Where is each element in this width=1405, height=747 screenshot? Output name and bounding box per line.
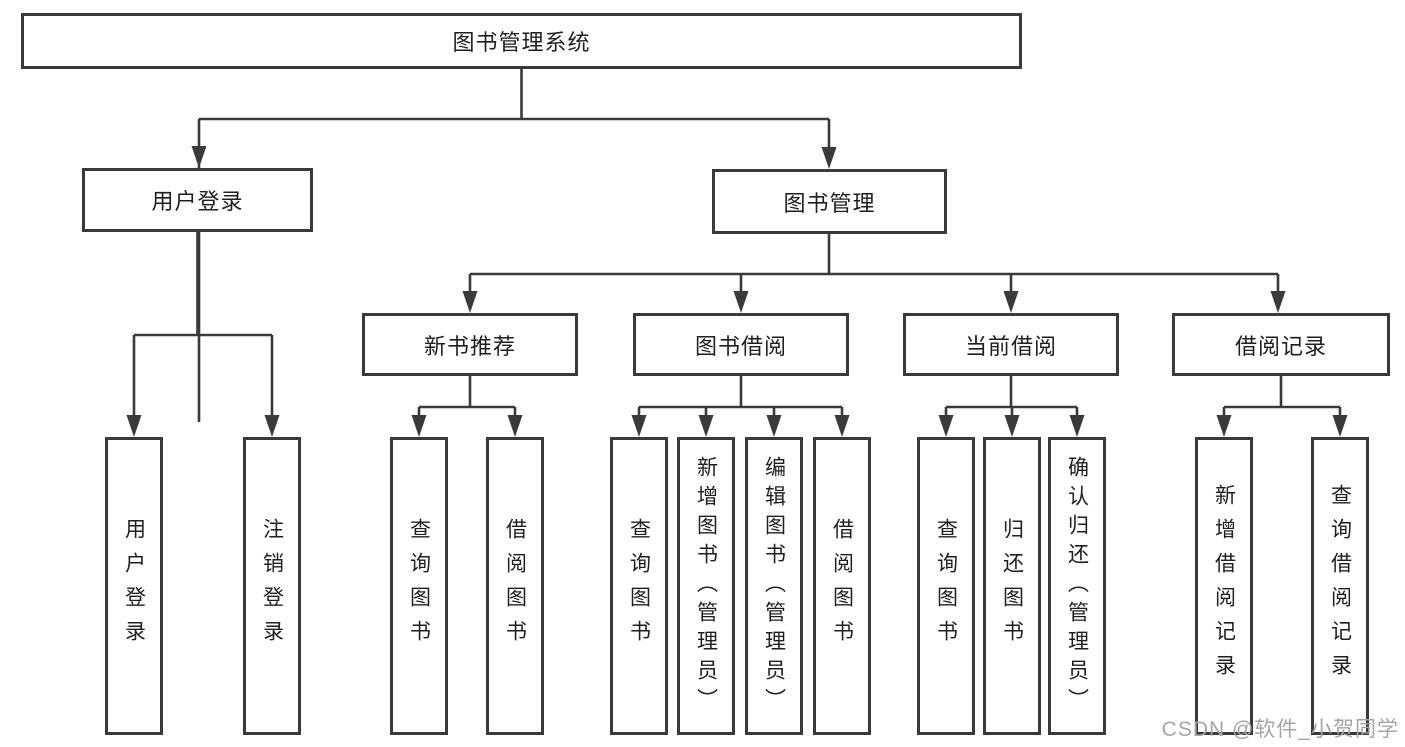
node-book-borrowing: 图书借阅 [633,313,849,376]
leaf-edit-books-admin: 编辑图书（管理员） [745,437,803,735]
leaf-query-borrow-record: 查询借阅记录 [1311,437,1369,735]
node-current-borrowing: 当前借阅 [903,313,1119,376]
node-label: 新书推荐 [423,333,516,359]
node-label: 新增图书（管理员） [694,455,718,717]
leaf-query-books-2: 查询图书 [610,437,668,735]
arrowheads [126,146,1348,437]
node-label: 注销登录 [260,518,284,654]
node-label: 图书借阅 [694,333,787,359]
connector-lines [132,69,1342,422]
node-label: 借阅图书 [503,518,527,654]
node-label: 编辑图书（管理员） [762,455,786,717]
node-label: 当前借阅 [964,333,1057,359]
leaf-query-books-3: 查询图书 [917,437,975,735]
leaf-add-borrow-record: 新增借阅记录 [1195,437,1253,735]
node-new-book-recommend: 新书推荐 [362,313,578,376]
node-label: 借阅记录 [1234,333,1327,359]
node-label: 新增借阅记录 [1212,484,1236,688]
leaf-confirm-return-admin: 确认归还（管理员） [1048,437,1106,735]
node-label: 用户登录 [122,518,146,654]
node-label: 图书管理 [783,190,876,216]
node-user-login-module: 用户登录 [82,168,313,232]
node-label: 图书管理系统 [452,30,591,55]
csdn-watermark: CSDN @软件_小贺同学 [1161,718,1399,741]
leaf-user-login: 用户登录 [105,437,163,735]
leaf-query-books-1: 查询图书 [390,437,448,735]
node-label: 查询图书 [627,518,651,654]
node-borrow-records: 借阅记录 [1172,313,1390,376]
leaf-borrow-books-1: 借阅图书 [486,437,544,735]
leaf-add-books-admin: 新增图书（管理员） [677,437,735,735]
node-label: 查询图书 [407,518,431,654]
leaf-logout: 注销登录 [243,437,301,735]
node-label: 查询图书 [934,518,958,654]
node-label: 查询借阅记录 [1328,484,1352,688]
leaf-borrow-books-2: 借阅图书 [813,437,871,735]
node-label: 借阅图书 [830,518,854,654]
node-root-system: 图书管理系统 [21,13,1022,69]
node-book-management-module: 图书管理 [712,169,947,234]
node-label: 归还图书 [1000,518,1024,654]
node-label: 用户登录 [151,189,244,214]
leaf-return-books: 归还图书 [983,437,1041,735]
node-label: 确认归还（管理员） [1065,455,1089,717]
